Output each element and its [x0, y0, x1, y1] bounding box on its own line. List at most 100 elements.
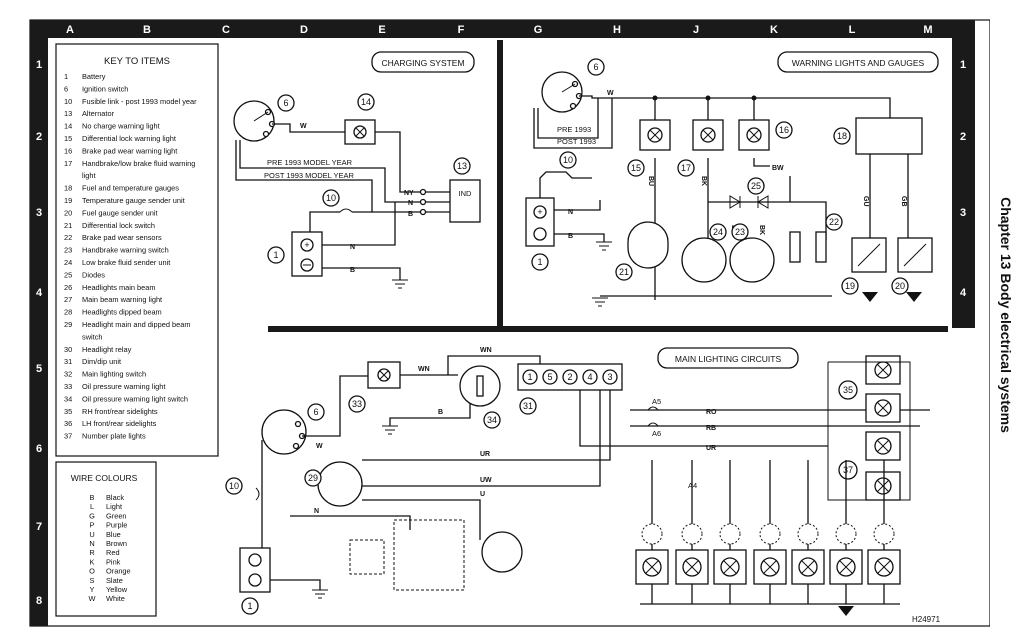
row-label-7: 7 — [36, 521, 42, 533]
wire-bat-earth — [270, 579, 321, 590]
bulb-cross — [876, 363, 890, 377]
bulb-cross — [876, 401, 890, 415]
wire-colours-title: WIRE COLOURS — [71, 473, 138, 483]
panel-divider-vertical — [497, 40, 503, 330]
wire-label-u: U — [480, 491, 485, 498]
key-item-text: No charge warning light — [82, 122, 160, 131]
wire-label-n: N — [408, 200, 413, 207]
wire-label-w: W — [316, 443, 323, 450]
callout-circle — [453, 157, 471, 175]
column-label-A: A — [66, 24, 74, 36]
callout-circle — [307, 403, 325, 421]
key-item-text: Headlight main and dipped beam — [82, 320, 190, 329]
callout-circle — [615, 263, 633, 281]
wire-label-ur: UR — [706, 445, 716, 452]
wire-b — [554, 233, 605, 242]
callout-circle — [587, 58, 605, 76]
wire-colour-name: Blue — [106, 530, 121, 539]
dim-dip-terminal-label: 2 — [567, 372, 572, 382]
callout-6: 6 — [313, 407, 318, 417]
wire-colour-code: N — [89, 539, 94, 548]
wire-label-bk3: BK — [758, 225, 765, 235]
key-item-text: Alternator — [82, 109, 115, 118]
key-item-text: Main beam warning light — [82, 295, 162, 304]
terminal — [419, 188, 427, 196]
wire-label-b: B — [408, 211, 413, 218]
callout-circle — [891, 277, 909, 295]
key-item-text: light — [82, 171, 96, 180]
callout-circle — [348, 395, 366, 413]
callout-circle — [833, 127, 851, 145]
callout-16: 16 — [779, 125, 789, 135]
battery-plus-sign: + — [304, 240, 309, 250]
key-item-text: Oil pressure warning light switch — [82, 394, 188, 403]
headlight-connector — [873, 523, 895, 545]
callout-circle — [304, 469, 322, 487]
wire-colour-name: Yellow — [106, 585, 128, 594]
column-label-K: K — [770, 24, 778, 36]
dim-dip-terminal — [602, 369, 618, 385]
key-item-text: Brake pad wear sensors — [82, 233, 162, 242]
key-item-number: 6 — [64, 84, 68, 93]
key-item-number: 10 — [64, 97, 72, 106]
bulb-cross — [801, 560, 815, 574]
callout-circle — [241, 597, 259, 615]
main-lighting-switch-32 — [393, 519, 465, 591]
row-grid-bar-left — [30, 38, 48, 626]
bulb-cross — [748, 129, 760, 141]
key-item-text: Low brake fluid sender unit — [82, 258, 170, 267]
key-item-number: 36 — [64, 419, 72, 428]
wire-b — [389, 404, 471, 426]
wire-colour-code: Y — [90, 585, 95, 594]
key-item-text: Diodes — [82, 270, 105, 279]
chapter-title: Chapter 13 Body electrical systems — [998, 197, 1014, 433]
wire-uw — [362, 390, 601, 487]
callout-circle — [225, 477, 243, 495]
battery-negative-icon — [248, 573, 262, 587]
wire-colour-name: White — [106, 594, 125, 603]
callout-circle — [267, 246, 285, 264]
callout-10: 10 — [326, 193, 336, 203]
earth-arrow-icon — [862, 292, 922, 302]
key-item-text: Main lighting switch — [82, 370, 146, 379]
wire-post-1993 — [235, 140, 420, 213]
wire-pre — [537, 98, 599, 139]
switch-contact — [294, 420, 302, 428]
callout-23: 23 — [735, 227, 745, 237]
wire-label-rb: RB — [706, 425, 716, 432]
wire-label-wn: WN — [418, 366, 430, 373]
key-item-number: 13 — [64, 109, 72, 118]
diode-icon — [757, 195, 769, 209]
headlight-switch-29 — [317, 461, 363, 507]
charging-title-box — [371, 51, 475, 73]
callout-33: 33 — [352, 399, 362, 409]
fuse-label-a6: A6 — [652, 429, 661, 438]
battery-negative-icon — [533, 227, 547, 241]
callout-6: 6 — [593, 62, 598, 72]
label-post-1993: POST 1993 — [557, 137, 596, 146]
callout-circle — [709, 223, 727, 241]
row-label-1: 1 — [36, 59, 42, 71]
wire-colour-name: Black — [106, 493, 124, 502]
wire-label-gu: GU — [862, 196, 869, 207]
wire-colour-name: Red — [106, 548, 120, 557]
column-label-C: C — [222, 24, 230, 36]
battery-positive-icon — [300, 238, 314, 252]
callout-18: 18 — [837, 131, 847, 141]
column-label-E: E — [378, 24, 385, 36]
key-item-text: Number plate lights — [82, 432, 146, 441]
callout-14: 14 — [361, 97, 371, 107]
main-lighting-panel: MAIN LIGHTING CIRCUITS 6 W 33 WN WN 34 B… — [225, 347, 930, 616]
wire-colour-name: Pink — [106, 557, 121, 566]
key-item-number: 29 — [64, 320, 72, 329]
callout-circle — [277, 94, 295, 112]
key-item-number: 25 — [64, 270, 72, 279]
callout-1: 1 — [537, 257, 542, 267]
bulb-cross — [702, 129, 714, 141]
headlight-connector — [719, 523, 741, 545]
wire-colour-code: G — [89, 511, 95, 520]
terminal — [419, 208, 427, 216]
key-item-text: Fusible link - post 1993 model year — [82, 97, 197, 106]
